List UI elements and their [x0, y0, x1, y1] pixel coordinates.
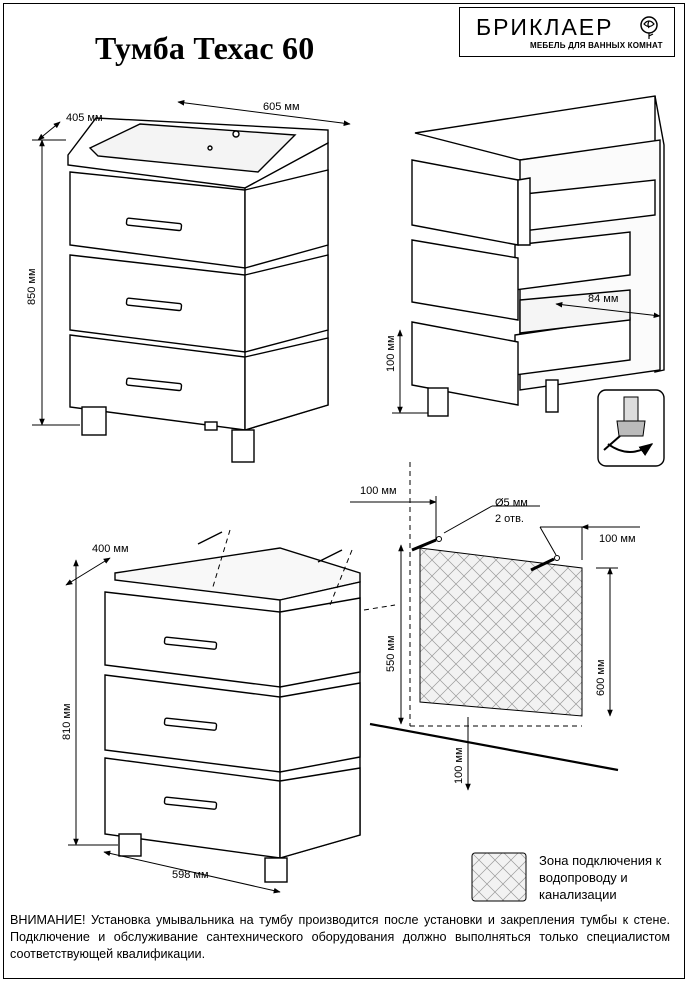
logo-tagline: МЕБЕЛЬ ДЛЯ ВАННЫХ КОМНАТ [530, 41, 663, 50]
rose-icon [640, 16, 658, 39]
wall-mount-scheme [369, 462, 619, 772]
brand-logo: БРИКЛАЕР МЕБЕЛЬ ДЛЯ ВАННЫХ КОМНАТ [459, 7, 675, 57]
cabinet-wall-mount-view [104, 531, 361, 883]
dim-drawer-inner: 84 мм [588, 293, 618, 305]
warning-note: ВНИМАНИЕ! Установка умывальника на тумбу… [10, 913, 670, 961]
dim-top-width: 605 мм [263, 101, 300, 113]
leg-adjust-inset [597, 389, 665, 467]
dim-body-height: 810 мм [61, 703, 73, 740]
cabinet-with-basin-view [67, 117, 329, 463]
cabinet-exploded-view [411, 95, 665, 417]
dim-zone-height: 600 мм [595, 659, 607, 696]
legend-label: Зона подключения к водопроводу и канализ… [539, 853, 662, 902]
dim-wall-right-offset: 100 мм [599, 533, 636, 545]
page-title: Тумба Техас 60 [95, 30, 315, 66]
legend-swatch [471, 852, 527, 902]
dim-mount-height: 550 мм [385, 635, 397, 672]
dim-total-height: 850 мм [26, 268, 38, 305]
dim-hole-diameter: Ø5 мм [495, 497, 528, 509]
dim-bottom-width: 598 мм [172, 869, 209, 881]
dim-hole-count: 2 отв. [495, 513, 524, 525]
dim-zone-bottom: 100 мм [453, 747, 465, 784]
dim-leg-height: 100 мм [385, 335, 397, 372]
dim-wall-left-offset: 100 мм [360, 485, 397, 497]
dim-bottom-depth: 400 мм [92, 543, 129, 555]
page-border [3, 3, 685, 979]
logo-brand-name: БРИКЛАЕР [476, 14, 614, 40]
dim-top-depth: 405 мм [66, 112, 103, 124]
